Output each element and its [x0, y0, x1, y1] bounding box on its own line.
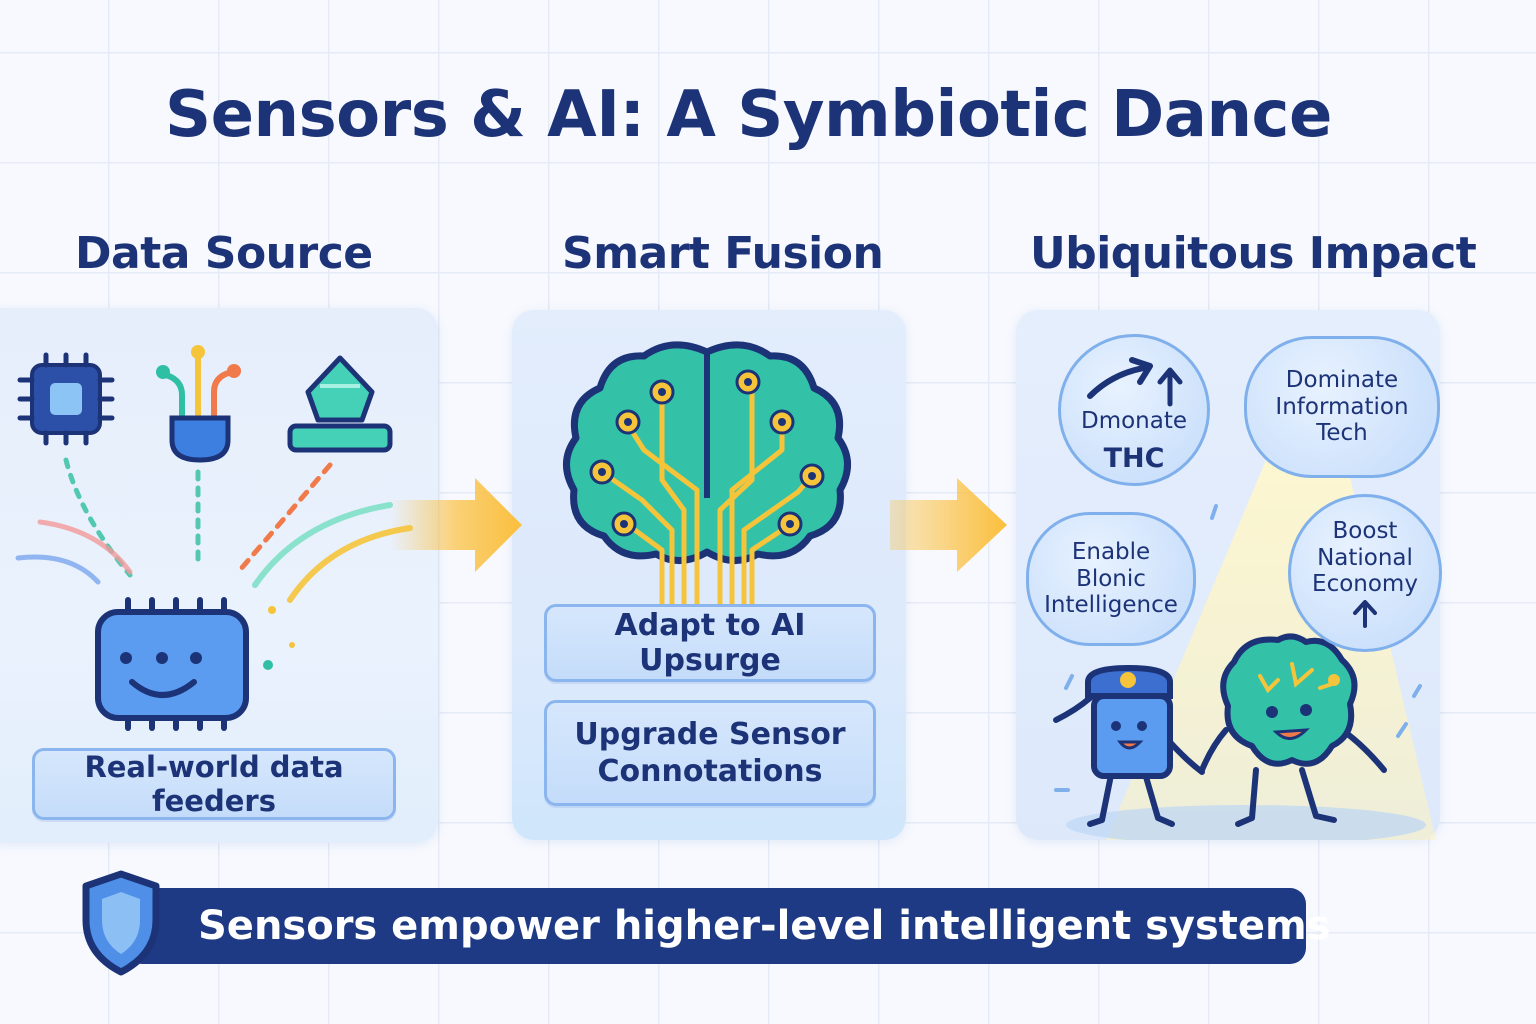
bubble-boost-line1: Boost [1332, 518, 1398, 545]
box-real-world-data: Real-world data feeders [32, 748, 396, 820]
box-upgrade-sensor-line1: Upgrade Sensor [574, 716, 846, 752]
footer-text: Sensors empower higher-level intelligent… [198, 903, 1331, 949]
bubble-enable-line3: Intelligence [1044, 592, 1178, 619]
footer-bar: Sensors empower higher-level intelligent… [126, 888, 1331, 964]
bubble-boost-economy: Boost National Economy [1288, 494, 1442, 652]
trend-up-arrow-icon [1087, 357, 1183, 407]
bubble-boost-line2: National [1317, 544, 1413, 571]
bubble-enable-line2: Blonic [1076, 565, 1146, 592]
bubble-dominate-line2: Information [1275, 393, 1409, 420]
prism-sensor-icon [287, 355, 393, 453]
circuit-brain-icon [563, 341, 851, 608]
box-adapt-ai-text: Adapt to AI Upsurge [614, 608, 806, 678]
plug-icon [156, 345, 241, 463]
box-adapt-ai: Adapt to AI Upsurge [544, 604, 876, 682]
box-real-world-data-text: Real-world data feeders [84, 750, 344, 818]
sensor-character-icon [1053, 664, 1205, 827]
bubble-dominate-info-tech: Dominate Information Tech [1244, 336, 1440, 478]
box-upgrade-sensor-line2: Connotations [597, 754, 823, 789]
shield-icon [82, 870, 160, 976]
page-title: Sensors & AI: A Symbiotic Dance [165, 78, 1332, 152]
smiling-chip-icon [95, 597, 249, 731]
heading-ubiquitous-impact: Ubiquitous Impact [1030, 228, 1477, 279]
box-upgrade-sensor: Upgrade Sensor Connotations [544, 700, 876, 806]
bubble-enable-blonic: Enable Blonic Intelligence [1026, 512, 1196, 646]
bubble-dmonate-line1: Dmonate [1080, 408, 1188, 435]
data-source-illustration [15, 345, 413, 731]
bubble-dominate-line3: Tech [1316, 420, 1368, 447]
arrow-to-impact-icon [890, 478, 1007, 572]
chip-icon [17, 352, 115, 446]
arrow-to-fusion-icon [390, 478, 522, 572]
brain-character-icon [1199, 633, 1387, 827]
bubble-dmonate-line2: THC [1103, 442, 1165, 474]
bubble-boost-line3: Economy [1312, 571, 1418, 598]
bubble-dominate-line1: Dominate [1285, 367, 1399, 394]
bubble-enable-line1: Enable [1071, 539, 1151, 566]
up-arrow-icon [1353, 599, 1377, 628]
heading-data-source: Data Source [75, 228, 373, 279]
bubble-dmonate-thc: Dmonate THC [1058, 334, 1210, 486]
heading-smart-fusion: Smart Fusion [562, 228, 884, 279]
